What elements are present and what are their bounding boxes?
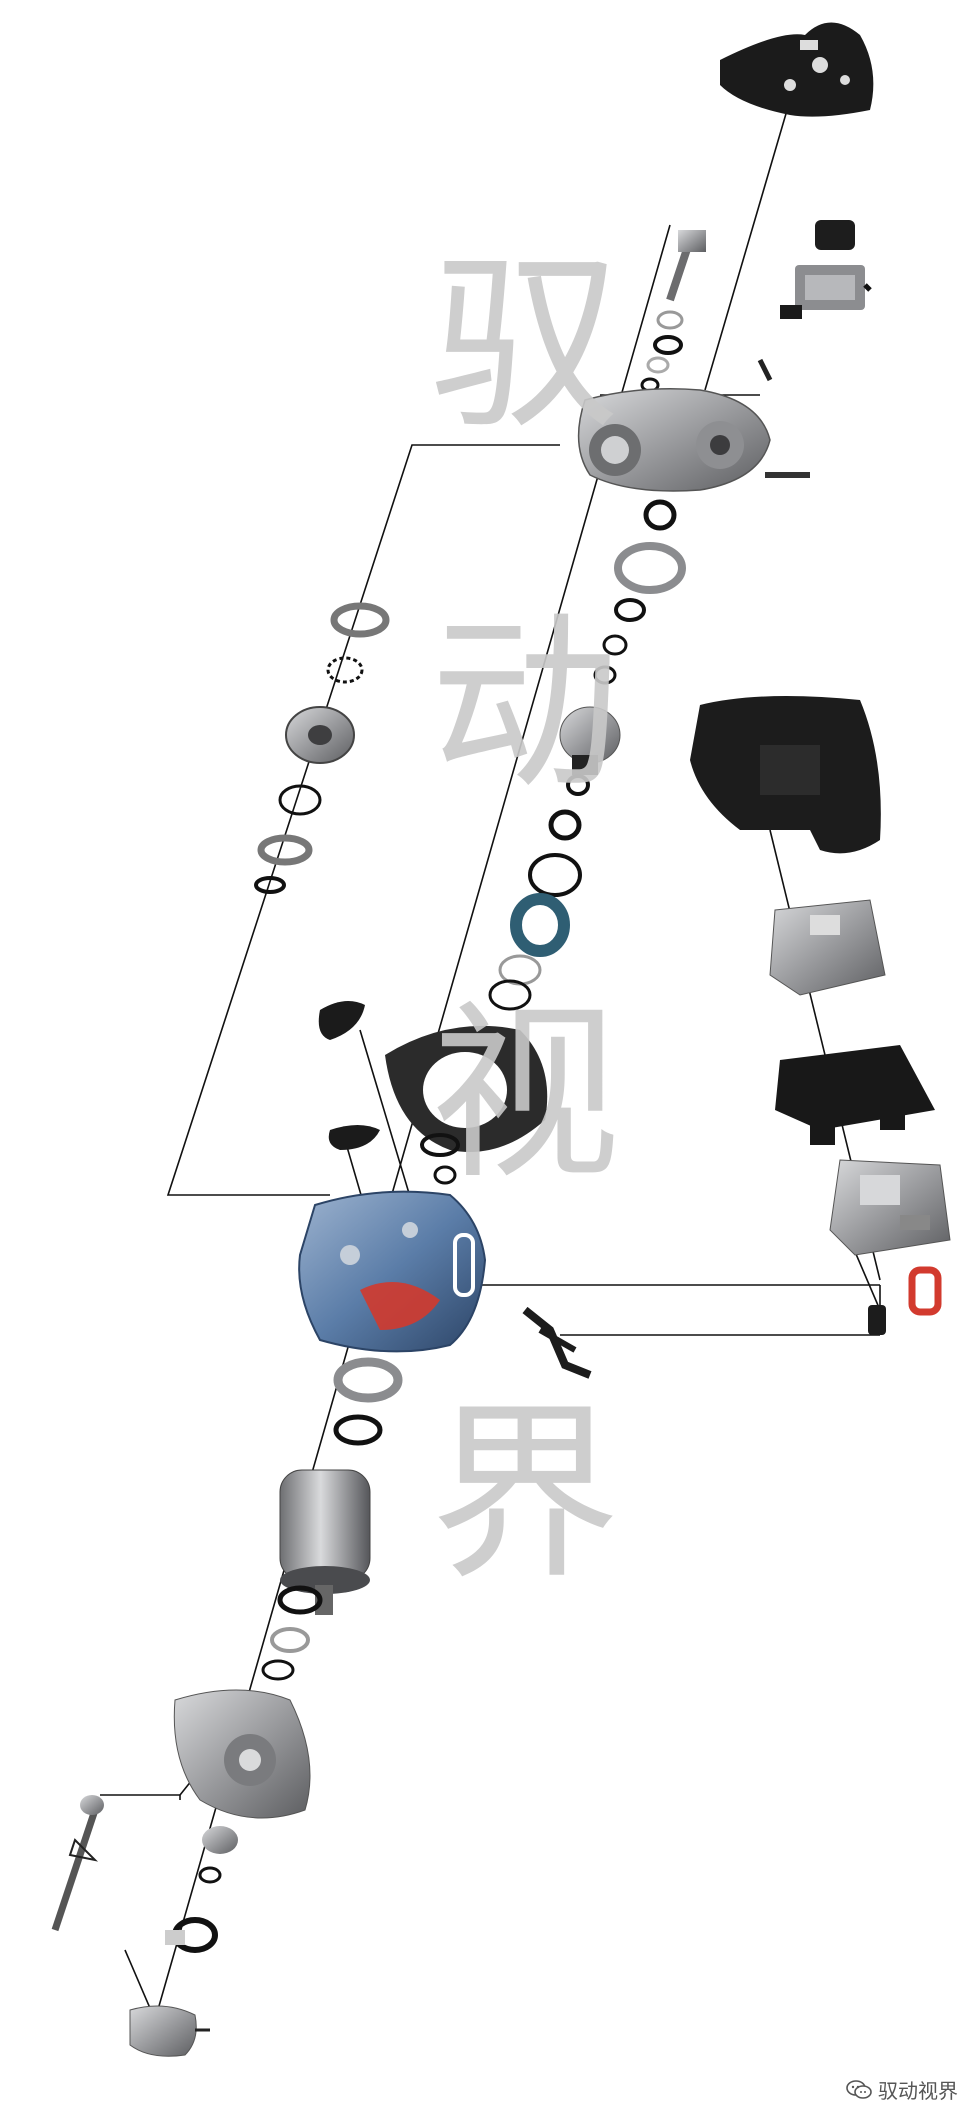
brand-badge: 驭动视界 xyxy=(846,2075,958,2104)
rotor-rear-bearings xyxy=(261,1585,323,1681)
leader-line xyxy=(166,444,560,1196)
idler-gear-column xyxy=(254,602,390,894)
coolant-pipe xyxy=(522,1306,592,1379)
bearing-stack-top xyxy=(640,335,683,393)
oil-pump xyxy=(129,1930,210,2057)
watermark-char-1: 驭 xyxy=(430,234,621,455)
mounting-brackets xyxy=(318,1001,380,1150)
motor-rear-cover xyxy=(173,1689,311,1819)
watermark-char-2: 动 xyxy=(430,594,621,815)
motor-front-cover xyxy=(385,1025,548,1185)
rotor xyxy=(279,1469,371,1615)
input-shaft xyxy=(656,230,706,330)
inverter xyxy=(829,1159,951,1256)
transmission-housing-upper xyxy=(577,388,810,492)
wechat-icon xyxy=(846,2079,872,2100)
watermark-char-3: 视 xyxy=(430,984,621,1205)
inverter-bracket xyxy=(769,899,886,996)
acoustic-cover-top xyxy=(720,22,874,117)
leader-line xyxy=(704,99,791,391)
leader-line xyxy=(100,1794,181,1800)
gear-rings-middle xyxy=(488,809,582,1011)
differential xyxy=(559,706,621,796)
shift-sensor-assembly xyxy=(757,220,872,382)
hv-connector-clip xyxy=(908,1266,942,1316)
gear-rings-upper xyxy=(593,499,686,685)
hv-plug xyxy=(868,1305,886,1335)
motor-housing xyxy=(298,1190,487,1353)
inverter-insulation-pad xyxy=(775,1045,935,1145)
output-shaft xyxy=(51,1795,104,1932)
inverter-acoustic-cover xyxy=(690,696,881,854)
brand-label: 驭动视界 xyxy=(878,2079,958,2103)
rotor-bearings xyxy=(333,1357,403,1446)
watermark-char-4: 界 xyxy=(430,1384,621,1605)
